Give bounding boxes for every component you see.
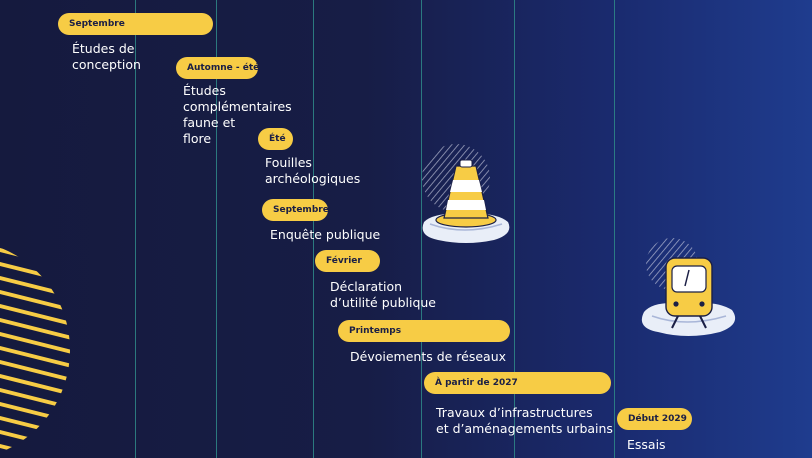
milestone-label-line: d’utilité publique	[330, 295, 436, 310]
milestone-label: Études de conception	[72, 41, 141, 73]
timeline-gridline	[514, 0, 515, 458]
timeline-gridline	[421, 0, 422, 458]
milestone-date-pill: Été	[258, 128, 293, 150]
milestone-label-line: archéologiques	[265, 171, 361, 186]
milestone-label-line: Enquête publique	[270, 227, 381, 242]
milestone-date-pill: À partir de 2027	[424, 372, 611, 394]
milestone-label-line: complémentaires	[183, 99, 292, 114]
milestone-label: Enquête publique	[270, 227, 380, 243]
milestone-label: Déclaration d’utilité publique	[330, 279, 436, 311]
milestone-date-pill: Printemps	[338, 320, 510, 342]
milestone-label-line: Dévoiements de réseaux	[350, 349, 507, 364]
striped-circle-decoration	[0, 240, 70, 458]
milestone-label: Travaux d’infrastructures et d’aménageme…	[436, 405, 613, 437]
milestone-label-line: Études	[183, 83, 226, 98]
timeline-gridline	[216, 0, 217, 458]
milestone-label-line: Travaux d’infrastructures	[436, 405, 593, 420]
milestone-label: Essais	[627, 437, 666, 453]
traffic-cone-icon	[422, 144, 510, 243]
milestone-date-pill: Septembre	[262, 199, 329, 221]
milestone-date-pill: Automne - été	[176, 57, 259, 79]
milestone-label: Fouilles archéologiques	[265, 155, 360, 187]
milestone-date-pill: Février	[315, 250, 380, 272]
milestone-label: Dévoiements de réseaux	[350, 349, 506, 365]
milestone-date-pill: Septembre	[58, 13, 213, 35]
timeline-gridline	[313, 0, 314, 458]
milestone-label-line: Essais	[627, 437, 666, 452]
milestone-label-line: Déclaration	[330, 279, 403, 294]
milestone-label-line: faune et	[183, 115, 236, 130]
timeline-gridline	[135, 0, 136, 458]
tram-icon	[641, 238, 736, 336]
milestone-label-line: et d’aménagements urbains	[436, 421, 613, 436]
milestone-label-line: Études de	[72, 41, 135, 56]
milestone-label-line: conception	[72, 57, 141, 72]
milestone-label-line: Fouilles	[265, 155, 312, 170]
milestone-label-line: flore	[183, 131, 212, 146]
timeline-gridline	[614, 0, 615, 458]
milestone-date-pill: Début 2029	[617, 408, 692, 430]
milestone-label: Études complémentaires faune et flore	[183, 83, 292, 147]
